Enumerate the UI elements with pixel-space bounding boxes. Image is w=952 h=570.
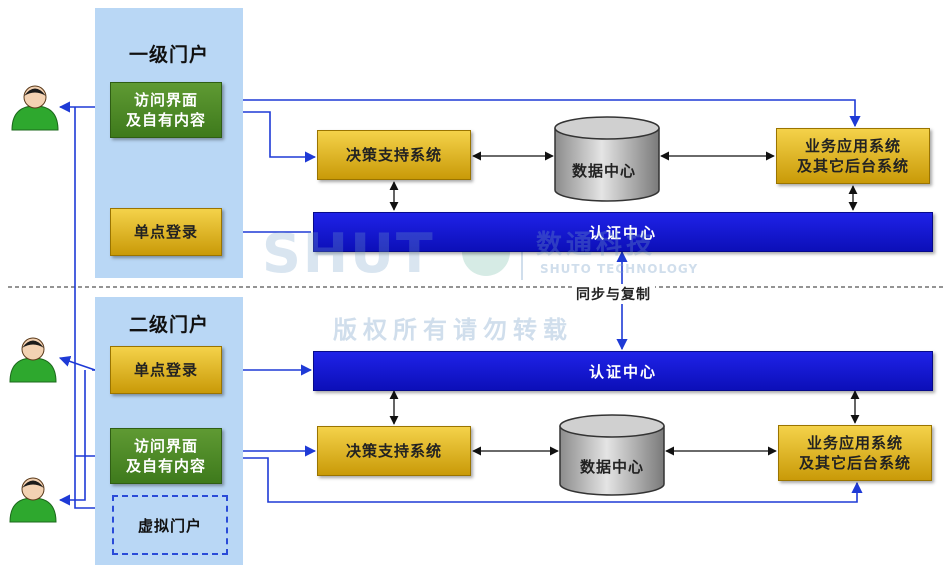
level2-business-apps-line2: 及其它后台系统: [798, 454, 911, 472]
level1-business-apps-line2: 及其它后台系统: [796, 157, 909, 175]
user-level2-top-body: [9, 357, 57, 383]
level2-access-line1: 访问界面: [133, 436, 198, 455]
arrow-access1-decision1: [222, 106, 317, 163]
level2-virtual-portal-box: 虚拟门户: [112, 495, 228, 555]
arrow-user2-top: [58, 355, 96, 371]
level2-data-center-label: 数据中心: [579, 458, 644, 476]
level1-data-center-cylinder-body: [554, 128, 660, 202]
level1-business-apps-box: 业务应用系统 及其它后台系统: [776, 128, 930, 184]
level1-decision-support-box: 决策支持系统: [317, 130, 471, 180]
level1-access-interface-box: 访问界面 及自有内容: [110, 82, 222, 138]
level2-decision-support-box: 决策支持系统: [317, 426, 471, 476]
user-level2-bottom-hair: [22, 480, 44, 488]
level1-data-center-label: 数据中心: [571, 162, 636, 180]
user-level1-hair: [24, 88, 46, 96]
level2-auth-center-bar: 认证中心: [313, 351, 933, 391]
arrow-access1-business1: [222, 94, 861, 128]
level2-data-center-cylinder-top: [559, 414, 665, 438]
level2-sso-box: 单点登录: [110, 346, 222, 394]
level2-access-interface-box: 访问界面 及自有内容: [110, 428, 222, 484]
level2-business-apps-box: 业务应用系统 及其它后台系统: [778, 425, 932, 481]
level1-portal-title: 一级门户: [128, 44, 209, 66]
level1-sso-box: 单点登录: [110, 208, 222, 256]
user-level2-bottom-body: [9, 497, 57, 523]
level2-data-center-cylinder-body: [559, 426, 665, 496]
level1-business-apps-line1: 业务应用系统: [804, 136, 901, 155]
level2-portal-title: 二级门户: [128, 314, 209, 336]
watermark-logo: SHUT: [262, 222, 435, 285]
level1-data-center-cylinder-top: [554, 116, 660, 140]
level2-access-line2: 及自有内容: [125, 457, 206, 475]
watermark-company-en: SHUTO TECHNOLOGY: [540, 262, 699, 276]
user-level2-top-hair: [22, 340, 44, 348]
sync-replication-label: 同步与复制: [572, 284, 655, 304]
user-level1-body: [11, 105, 59, 131]
watermark-company-cn: 数通科技: [536, 230, 657, 260]
level1-access-line2: 及自有内容: [125, 111, 206, 129]
level2-business-apps-line1: 业务应用系统: [806, 433, 903, 452]
arrow-access2-business2: [224, 457, 863, 503]
level1-access-line1: 访问界面: [133, 90, 198, 109]
level1-auth-center-bar: 认证中心: [313, 212, 933, 252]
watermark-copyright-notice: 版权所有请勿转载: [333, 316, 573, 344]
arrow-user2-bottom: [58, 370, 86, 506]
